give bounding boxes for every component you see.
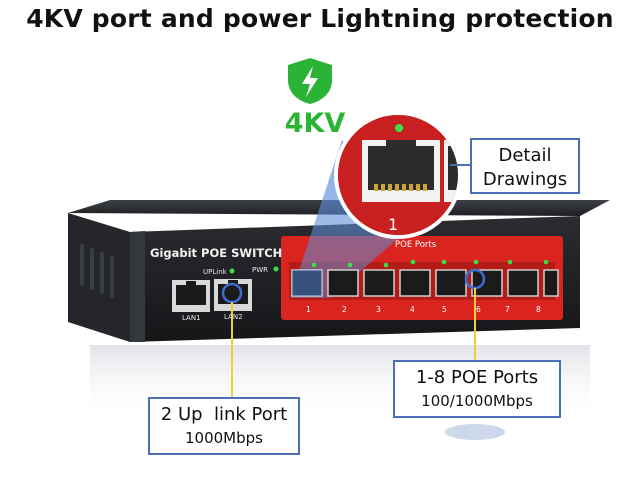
callout-speed: 1000Mbps [185, 429, 263, 447]
zoom-led [395, 124, 403, 132]
detail-drawings-callout: Detail Drawings [470, 138, 580, 194]
rack-ear [130, 231, 145, 342]
port-number: 5 [442, 305, 447, 314]
port-number: 8 [536, 305, 541, 314]
poe-leds [311, 259, 549, 268]
pwr-label: PWR [252, 266, 269, 274]
port-number: 3 [376, 305, 381, 314]
lan2-label: LAN2 [224, 313, 243, 321]
zoom-beam [290, 140, 412, 298]
zoomed-port [338, 115, 458, 235]
side-vents [80, 244, 114, 298]
uplink-callout: 2 Up link Port 1000Mbps [148, 397, 300, 455]
poe-ports-callout: 1-8 POE Ports 100/1000Mbps [393, 360, 561, 418]
port-number: 6 [476, 305, 481, 314]
callout-speed: 100/1000Mbps [421, 392, 533, 410]
port-1-highlight [292, 270, 322, 296]
uplink-label: UPLink [203, 268, 227, 276]
port-number: 4 [410, 305, 415, 314]
port-number: 2 [342, 305, 347, 314]
uplink-led [229, 268, 235, 274]
poe-ports-label: POE Ports [395, 240, 437, 250]
pwr-led [273, 266, 279, 272]
callout-line: Drawings [482, 169, 568, 190]
zoom-port-number: 1 [388, 215, 399, 234]
shield-lightning-icon [288, 58, 332, 104]
badge-4kv: 4KV [284, 108, 346, 139]
headline: 4KV port and power Lightning protection [26, 4, 614, 33]
lan1-label: LAN1 [182, 314, 201, 322]
switch-side [68, 213, 130, 342]
port-number: 1 [306, 305, 311, 314]
port-number: 7 [505, 305, 510, 314]
callout-line: Detail [498, 145, 552, 166]
callout-title: 2 Up link Port [160, 404, 288, 425]
callout-title: 1-8 POE Ports [415, 367, 539, 388]
poe-ports [291, 269, 559, 297]
switch-title: Gigabit POE SWITCH [150, 246, 283, 260]
